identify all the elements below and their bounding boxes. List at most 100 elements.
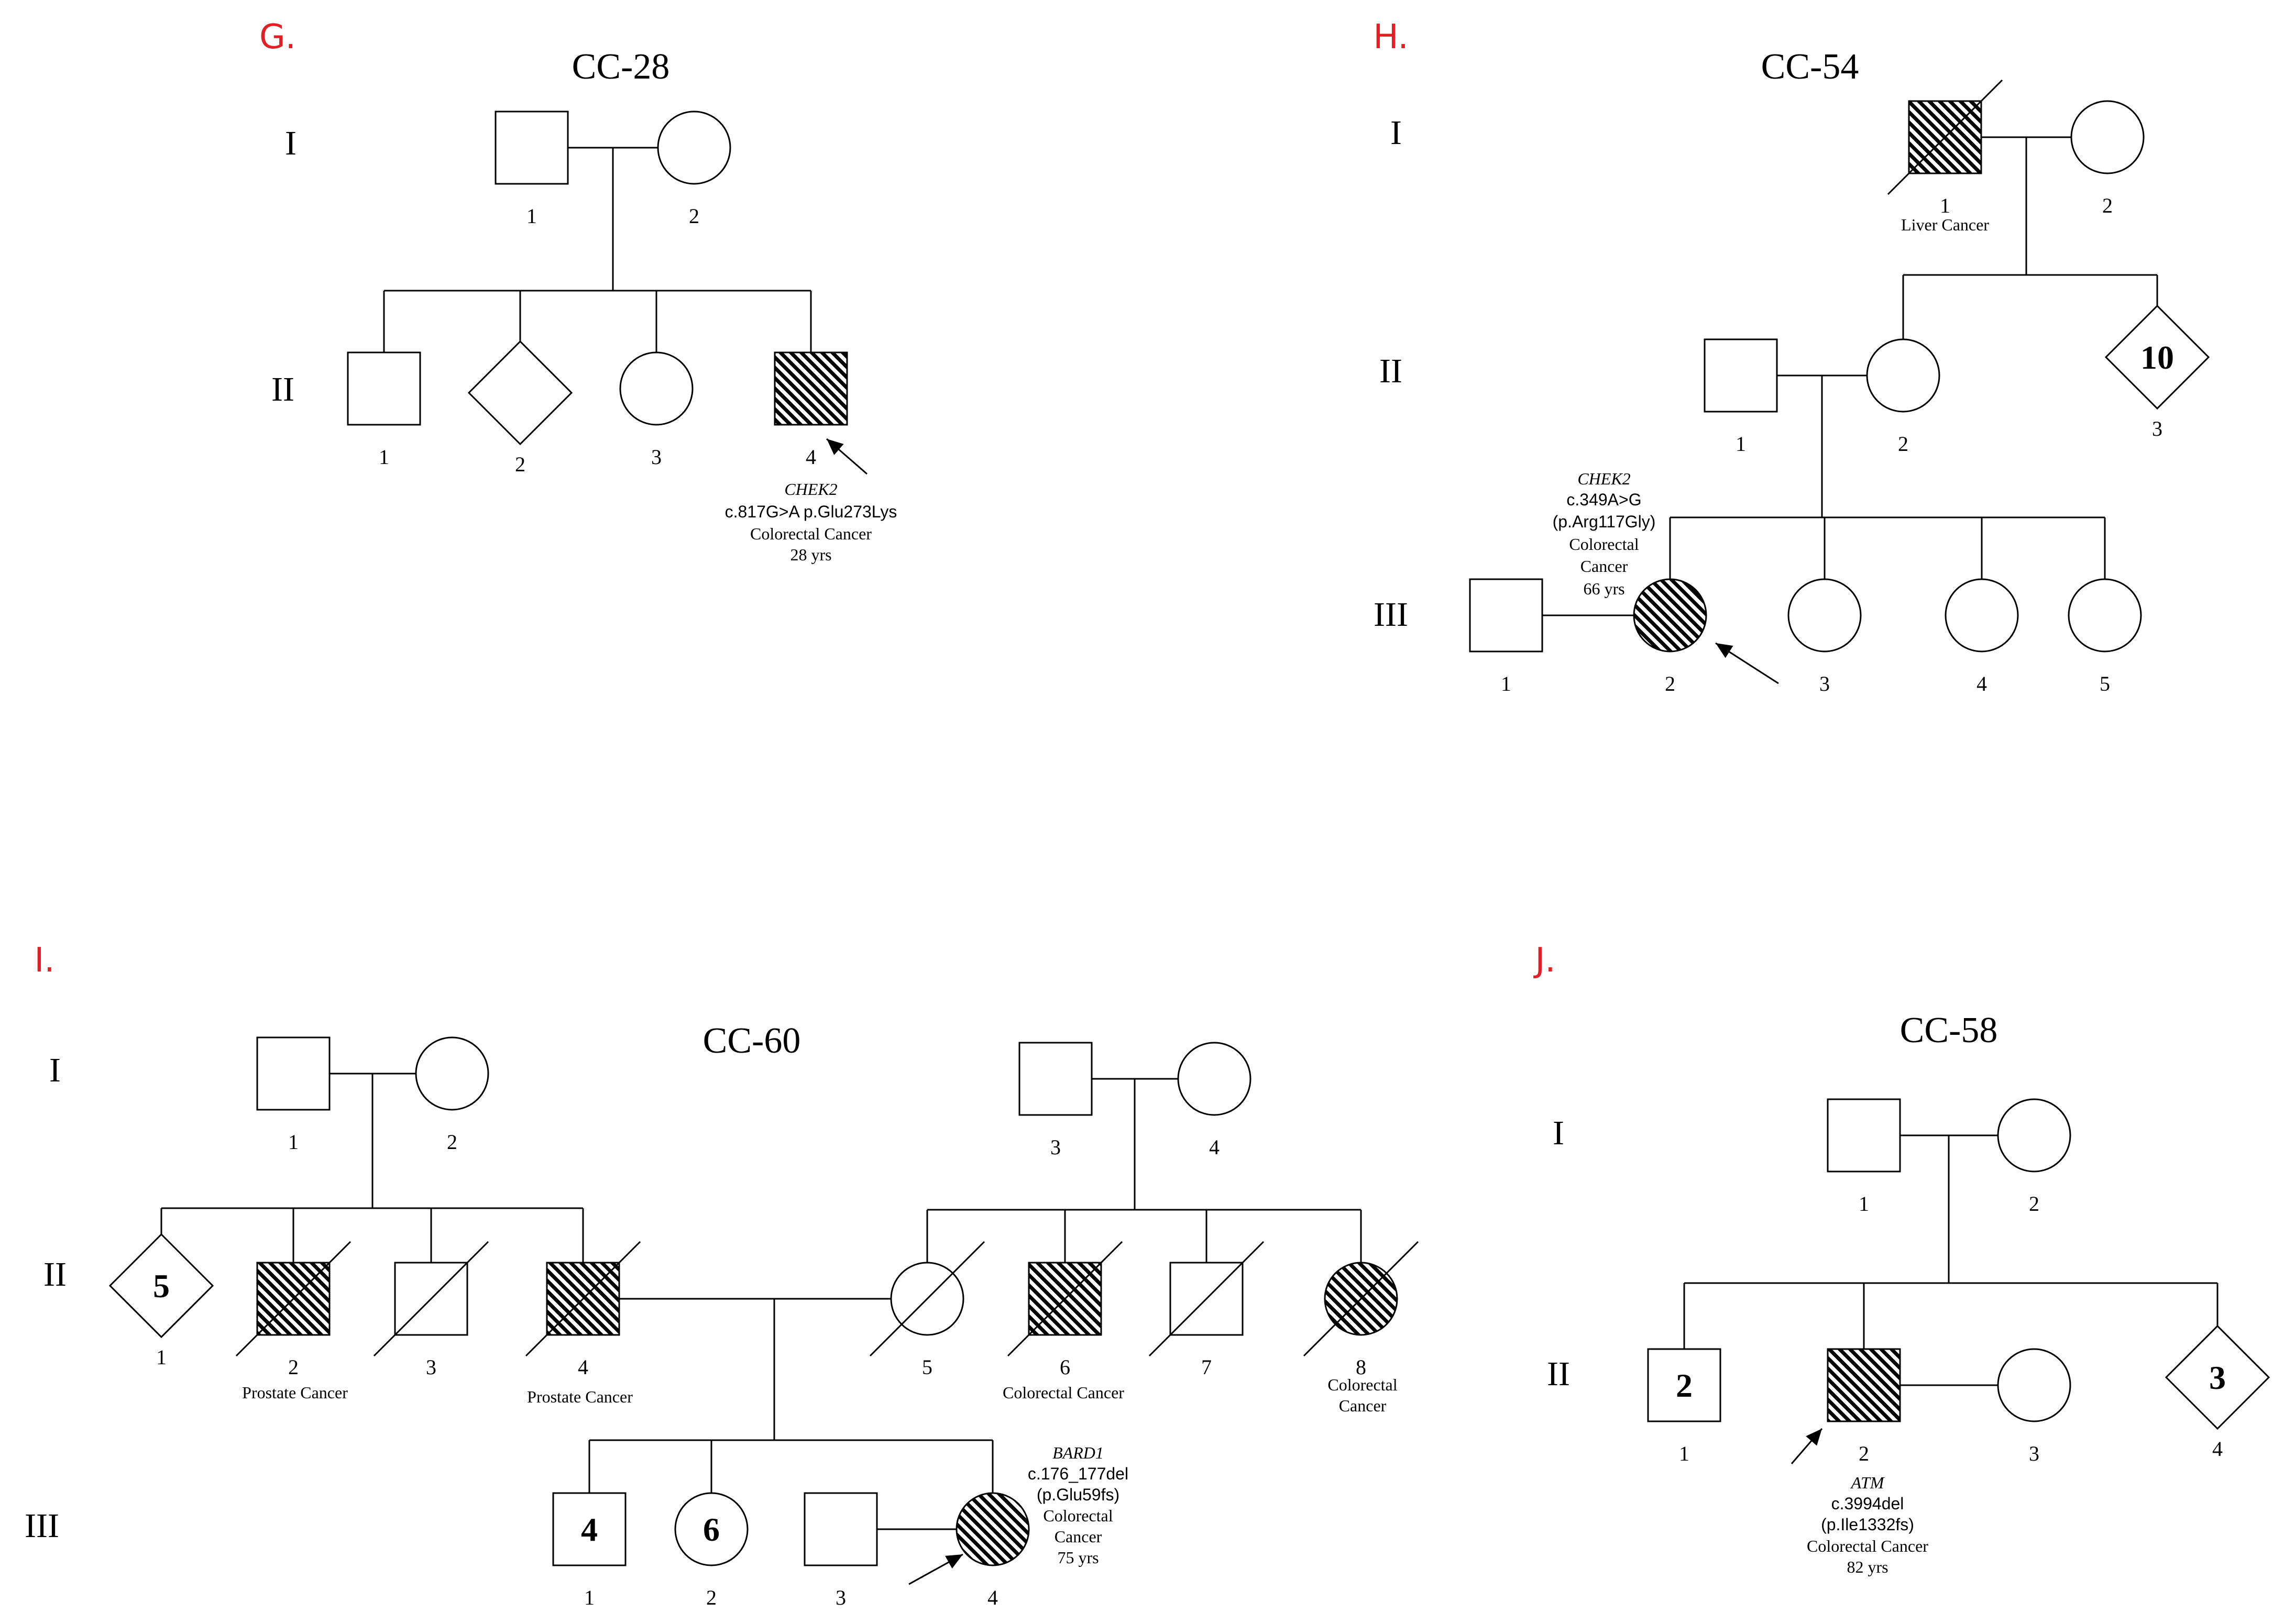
individual-number: 4: [1209, 1135, 1220, 1159]
gene-name: CHEK2: [1577, 469, 1630, 488]
deceased-slash: [525, 1241, 641, 1357]
male-square: [256, 1036, 331, 1111]
individual-i-i-4: [1177, 1042, 1251, 1116]
individual-i-iii-3: [804, 1492, 878, 1566]
individual-number: 4: [806, 445, 816, 469]
family-id-title: CC-58: [1900, 1010, 1998, 1051]
individual-j-ii-2: [1827, 1348, 1901, 1422]
unknown-sex-diamond: [467, 340, 573, 446]
proband-arrowhead: [945, 1554, 963, 1569]
individual-number: 2: [2029, 1192, 2039, 1216]
individual-i-ii-4: [525, 1241, 641, 1357]
individual-number: 4: [1976, 672, 1987, 695]
family-id-title: CC-54: [1761, 47, 1859, 87]
male-square: [347, 351, 421, 426]
proband-arrowhead: [827, 439, 844, 455]
male-square: [552, 1492, 627, 1566]
deceased-slash: [869, 1241, 985, 1357]
individual-number: 2: [689, 204, 699, 228]
individual-number: 7: [1201, 1355, 1212, 1379]
individual-i-iii-1: [552, 1492, 627, 1566]
individual-i-ii-1: [108, 1233, 214, 1339]
female-circle: [1787, 578, 1862, 653]
generation-label: I: [1553, 1114, 1564, 1152]
individual-g-ii-3: [619, 351, 694, 426]
generation-label: III: [25, 1507, 59, 1545]
individual-number: 1: [1501, 672, 1511, 695]
individual-number: 3: [836, 1586, 846, 1609]
individual-number: 4: [578, 1355, 588, 1379]
male-square: [1469, 578, 1543, 653]
unknown-sex-diamond: [2165, 1324, 2270, 1430]
individual-h-iii-3: [1787, 578, 1862, 653]
individual-number: 1: [1736, 432, 1746, 456]
female-circle: [1997, 1098, 2071, 1173]
individual-j-ii-1: [1647, 1348, 1721, 1422]
panel-letter: G.: [259, 18, 296, 57]
female-circle: [1997, 1348, 2071, 1422]
individual-h-iii-5: [2068, 578, 2142, 653]
generation-label: II: [43, 1255, 67, 1294]
individual-h-iii-2: [1633, 578, 1707, 653]
variant-label: (p.Ile1332fs): [1821, 1515, 1914, 1534]
individual-number: 2: [447, 1130, 457, 1154]
diagnosis-label: Prostate Cancer: [527, 1387, 633, 1406]
panel-letter: J.: [1533, 941, 1555, 980]
family-id-title: CC-60: [703, 1021, 801, 1061]
gene-name: CHEK2: [784, 480, 837, 499]
diagnosis-label: Prostate Cancer: [242, 1383, 348, 1402]
male-square: [1827, 1098, 1901, 1173]
sibship-count-label: 6: [703, 1511, 720, 1548]
female-circle: [1177, 1042, 1251, 1116]
generation-label: I: [285, 124, 297, 162]
individual-number: 1: [1679, 1442, 1689, 1465]
individual-number: 8: [1356, 1355, 1366, 1379]
individual-j-i-2: [1997, 1098, 2071, 1173]
individual-h-ii-1: [1704, 338, 1778, 413]
individual-j-ii-4: [2165, 1324, 2270, 1430]
diagnosis-label: Cancer: [1055, 1527, 1102, 1546]
individual-number: 1: [379, 445, 389, 469]
sibship-count-label: 10: [2140, 339, 2174, 376]
deceased-slash: [1148, 1241, 1265, 1357]
individual-i-i-1: [256, 1036, 331, 1111]
deceased-slash: [235, 1241, 352, 1357]
sibship-count-label: 2: [1676, 1367, 1693, 1404]
panel-letter: H.: [1373, 18, 1408, 57]
diagnosis-label: Colorectal Cancer: [750, 524, 872, 543]
female-circle: [619, 351, 694, 426]
individual-number: 3: [2152, 417, 2162, 440]
individual-number: 3: [651, 445, 662, 469]
individual-number: 1: [1859, 1192, 1869, 1216]
variant-label: c.3994del: [1831, 1494, 1904, 1513]
generation-label: II: [1379, 352, 1402, 390]
family-id-title: CC-28: [572, 47, 670, 87]
female-circle: [1945, 578, 2019, 653]
gene-name: ATM: [1850, 1473, 1885, 1492]
female-circle: [2070, 100, 2145, 174]
sibship-count-label: 5: [153, 1267, 170, 1305]
individual-number: 5: [2100, 672, 2110, 695]
deceased-slash: [1007, 1241, 1123, 1357]
individual-i-ii-5: [869, 1241, 985, 1357]
age-label: 28 yrs: [790, 545, 831, 564]
female-circle: [674, 1492, 749, 1566]
age-label: 82 yrs: [1847, 1557, 1888, 1576]
individual-number: 2: [1898, 432, 1908, 456]
sibship-count-label: 3: [2209, 1359, 2226, 1396]
individual-number: 2: [2102, 194, 2113, 217]
individual-number: 3: [2029, 1442, 2039, 1465]
affected-female-circle: [1633, 578, 1707, 653]
generation-label: II: [1547, 1355, 1570, 1393]
diagnosis-label: Cancer: [1580, 557, 1628, 576]
male-square: [1704, 338, 1778, 413]
individual-h-ii-3: [2104, 304, 2210, 410]
individual-number: 3: [1050, 1135, 1061, 1159]
individual-g-ii-1: [347, 351, 421, 426]
affected-male-square: [1827, 1348, 1901, 1422]
variant-label: c.176_177del: [1028, 1464, 1128, 1483]
variant-label: (p.Arg117Gly): [1553, 512, 1656, 531]
individual-i-ii-3: [373, 1241, 489, 1357]
individual-number: 5: [922, 1355, 932, 1379]
